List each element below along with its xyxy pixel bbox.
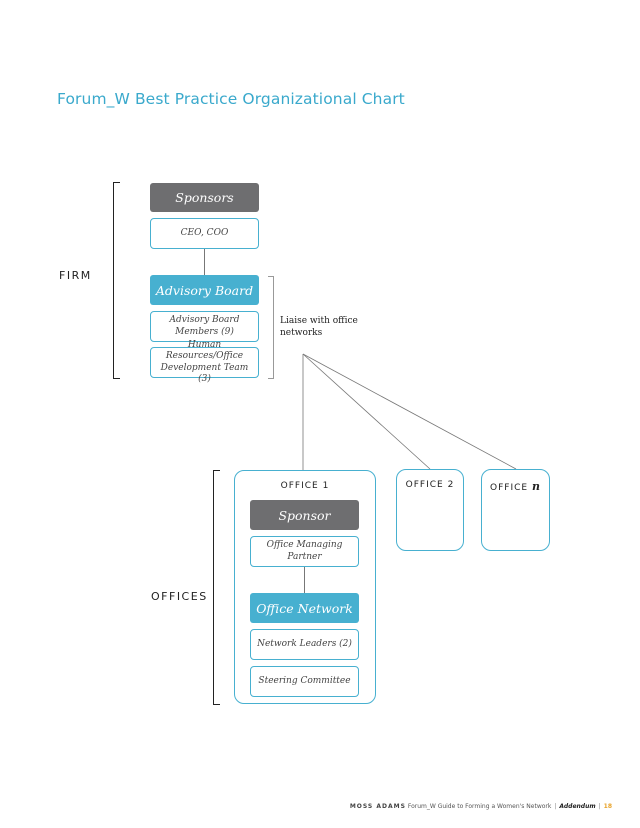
sponsors-box: Sponsors — [150, 183, 259, 212]
office-managing-partner-box: Office Managing Partner — [250, 536, 359, 567]
line-to-office-2 — [302, 353, 431, 470]
ceo-coo-box: CEO, COO — [150, 218, 259, 249]
advisory-bracket — [268, 276, 274, 379]
firm-label: FIRM — [59, 269, 92, 282]
liaise-text: Liaise with office networks — [280, 316, 358, 338]
page-title: Forum_W Best Practice Organizational Cha… — [57, 90, 405, 108]
hr-team-box: Human Resources/Office Development Team … — [150, 340, 259, 384]
advisory-members-box: Advisory Board Members (9) — [150, 311, 259, 342]
office-n-label: OFFICE n — [482, 480, 549, 493]
office-n-suffix: n — [531, 480, 541, 493]
office-n-panel: OFFICE n — [481, 469, 550, 551]
footer-brand: MOSS ADAMS — [349, 803, 406, 810]
office-2-label: OFFICE 2 — [405, 480, 455, 490]
footer-guide: Forum_W Guide to Forming a Women's Netwo… — [407, 803, 552, 810]
steering-committee-box: Steering Committee — [250, 666, 359, 697]
footer-separator-2: | — [598, 803, 601, 810]
footer-section: Addendum — [559, 803, 596, 810]
office-network-box: Office Network — [250, 593, 359, 623]
line-to-office-n — [302, 353, 517, 470]
office-sponsor-box: Sponsor — [250, 500, 359, 530]
offices-label: OFFICES — [151, 590, 208, 603]
offices-bracket — [213, 470, 220, 705]
network-leaders-box: Network Leaders (2) — [250, 629, 359, 660]
page-footer: MOSS ADAMS Forum_W Guide to Forming a Wo… — [350, 803, 612, 810]
office-2-panel: OFFICE 2 — [396, 469, 464, 551]
advisory-board-box: Advisory Board — [150, 275, 259, 305]
footer-page-number: 18 — [603, 803, 612, 810]
firm-connector — [204, 249, 205, 275]
office-1-label: OFFICE 1 — [280, 481, 330, 491]
footer-separator: | — [554, 803, 557, 810]
firm-bracket — [113, 182, 120, 379]
office-n-prefix: OFFICE — [490, 483, 532, 493]
office-connector — [304, 567, 305, 593]
